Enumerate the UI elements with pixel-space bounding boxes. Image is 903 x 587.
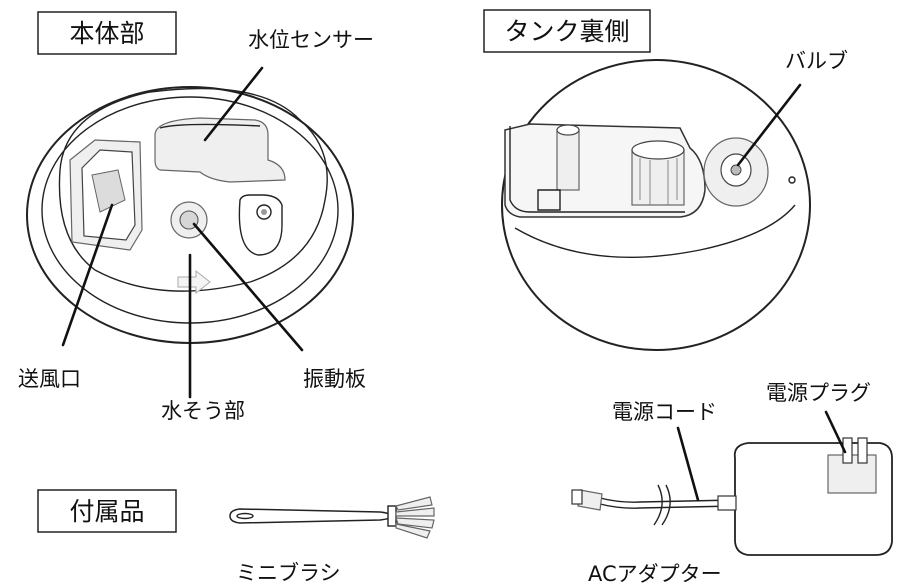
power-plug-label: 電源プラグ	[766, 381, 871, 405]
main-body-group: 本体部 水位センサー 送風口 振動	[18, 11, 374, 423]
ac-adapter-label: ACアダプター	[588, 562, 722, 586]
main-body-illustration	[26, 86, 354, 344]
mini-brush-illustration	[229, 496, 435, 539]
ac-adapter-illustration	[571, 437, 893, 556]
power-cord-leader	[676, 426, 700, 502]
valve-leader	[736, 83, 802, 167]
vibration-plate-leader	[192, 222, 304, 352]
power-cord-label: 電源コード	[612, 400, 717, 424]
accessories-group: 付属品 ミニブラシ	[37, 489, 435, 585]
valve-label: バルブ	[785, 49, 848, 73]
main-body-title: 本体部	[69, 19, 144, 48]
mini-brush-label: ミニブラシ	[236, 561, 341, 585]
water-level-sensor-label: 水位センサー	[248, 28, 374, 52]
accessories-title: 付属品	[69, 497, 144, 526]
air-outlet-label: 送風口	[18, 367, 81, 391]
ac-adapter-group: 電源コード 電源プラグ ACアダプター	[571, 381, 893, 586]
tank-back-title: タンク裏側	[504, 17, 629, 46]
water-level-sensor-leader	[203, 66, 264, 142]
tank-back-group: タンク裏側 バルブ	[483, 9, 848, 351]
tank-back-title-box	[483, 9, 651, 53]
power-plug-leader	[824, 410, 847, 454]
accessories-title-box	[37, 489, 177, 533]
main-body-title-box	[37, 11, 177, 55]
water-tank-part-label: 水そう部	[161, 399, 245, 423]
air-outlet-leader	[61, 203, 114, 347]
vibration-plate-label: 振動板	[303, 367, 366, 391]
tank-back-illustration	[501, 59, 811, 351]
